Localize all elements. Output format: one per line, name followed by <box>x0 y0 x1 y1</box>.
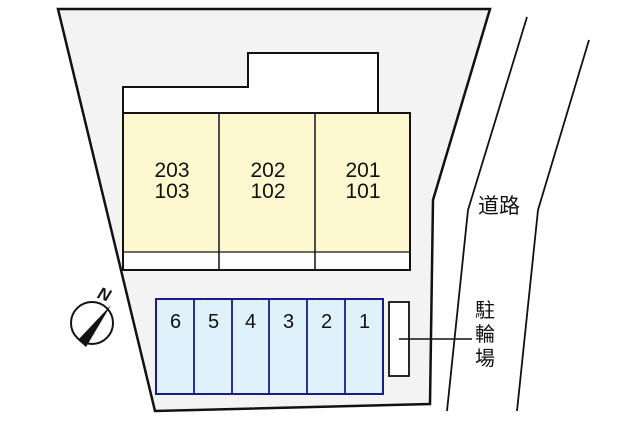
parking-space-6: 6 <box>169 311 182 333</box>
unit-lower-number: 103 <box>154 180 190 203</box>
unit-upper-number: 203 <box>154 159 190 182</box>
bicycle-parking-label: 駐 輪 場 <box>473 298 497 370</box>
unit-upper-number: 202 <box>250 159 286 182</box>
parking-space-5: 5 <box>207 311 220 333</box>
unit-lower-number: 101 <box>345 180 381 203</box>
road-edge-right <box>516 39 590 412</box>
parking-space-1: 1 <box>358 311 371 333</box>
bicycle-parking-label-char: 場 <box>475 346 495 370</box>
bicycle-parking-label-char: 駐 <box>475 298 495 322</box>
unit-label-201-101: 201 101 <box>315 160 411 202</box>
parking-space-4: 4 <box>244 311 257 333</box>
parking-lot <box>155 298 384 395</box>
parking-space-2: 2 <box>320 311 333 333</box>
road-edge-left <box>446 16 528 412</box>
unit-upper-number: 201 <box>345 159 381 182</box>
bicycle-parking-label-char: 輪 <box>475 322 495 346</box>
road-label: 道路 <box>478 194 520 218</box>
unit-label-203-103: 203 103 <box>124 160 220 202</box>
parking-space-3: 3 <box>282 311 295 333</box>
unit-label-202-102: 202 102 <box>220 160 316 202</box>
building-units <box>122 112 411 271</box>
unit-lower-number: 102 <box>250 180 286 203</box>
north-arrow-icon <box>70 301 114 347</box>
